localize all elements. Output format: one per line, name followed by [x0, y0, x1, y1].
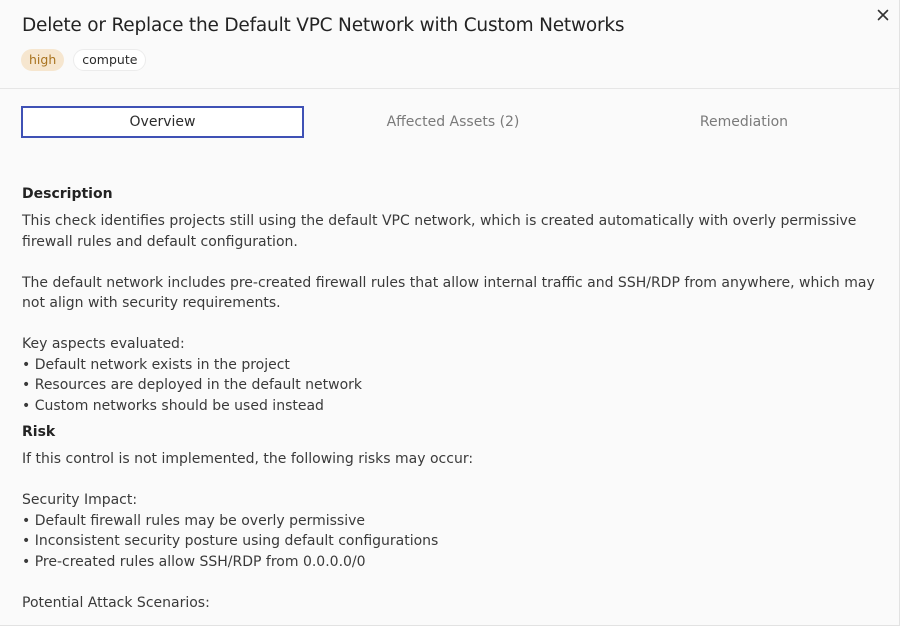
description-paragraph: The default network includes pre-created…	[22, 274, 875, 312]
overview-content: Description This check identifies projec…	[22, 184, 888, 613]
tab-affected-assets[interactable]: Affected Assets (2)	[386, 114, 520, 130]
impact-label: Security Impact:	[22, 492, 138, 508]
list-item: Default network exists in the project	[22, 355, 888, 376]
tab-bar: Overview Affected Assets (2) Remediation	[21, 106, 893, 138]
list-item: Pre-created rules allow SSH/RDP from 0.0…	[22, 552, 888, 573]
page-title: Delete or Replace the Default VPC Networ…	[22, 15, 625, 36]
description-heading: Description	[22, 186, 113, 202]
close-icon	[877, 9, 889, 21]
aspects-label: Key aspects evaluated:	[22, 336, 185, 352]
list-item: Default firewall rules may be overly per…	[22, 511, 888, 532]
description-paragraph: This check identifies projects still usi…	[22, 213, 857, 250]
category-badge: compute	[73, 49, 147, 71]
list-item: Custom networks should be used instead	[22, 396, 888, 417]
scenarios-label: Potential Attack Scenarios:	[22, 594, 210, 611]
risk-intro: If this control is not implemented, the …	[22, 451, 474, 467]
risk-heading: Risk	[22, 424, 56, 440]
panel-header: Delete or Replace the Default VPC Networ…	[0, 0, 899, 89]
list-item: Resources are deployed in the default ne…	[22, 375, 888, 396]
close-button[interactable]	[873, 5, 893, 25]
list-item: Inconsistent security posture using defa…	[22, 531, 888, 552]
badge-group: high compute	[21, 49, 147, 71]
tab-overview[interactable]: Overview	[21, 106, 304, 138]
tab-remediation[interactable]: Remediation	[699, 114, 789, 130]
severity-badge: high	[21, 49, 65, 71]
